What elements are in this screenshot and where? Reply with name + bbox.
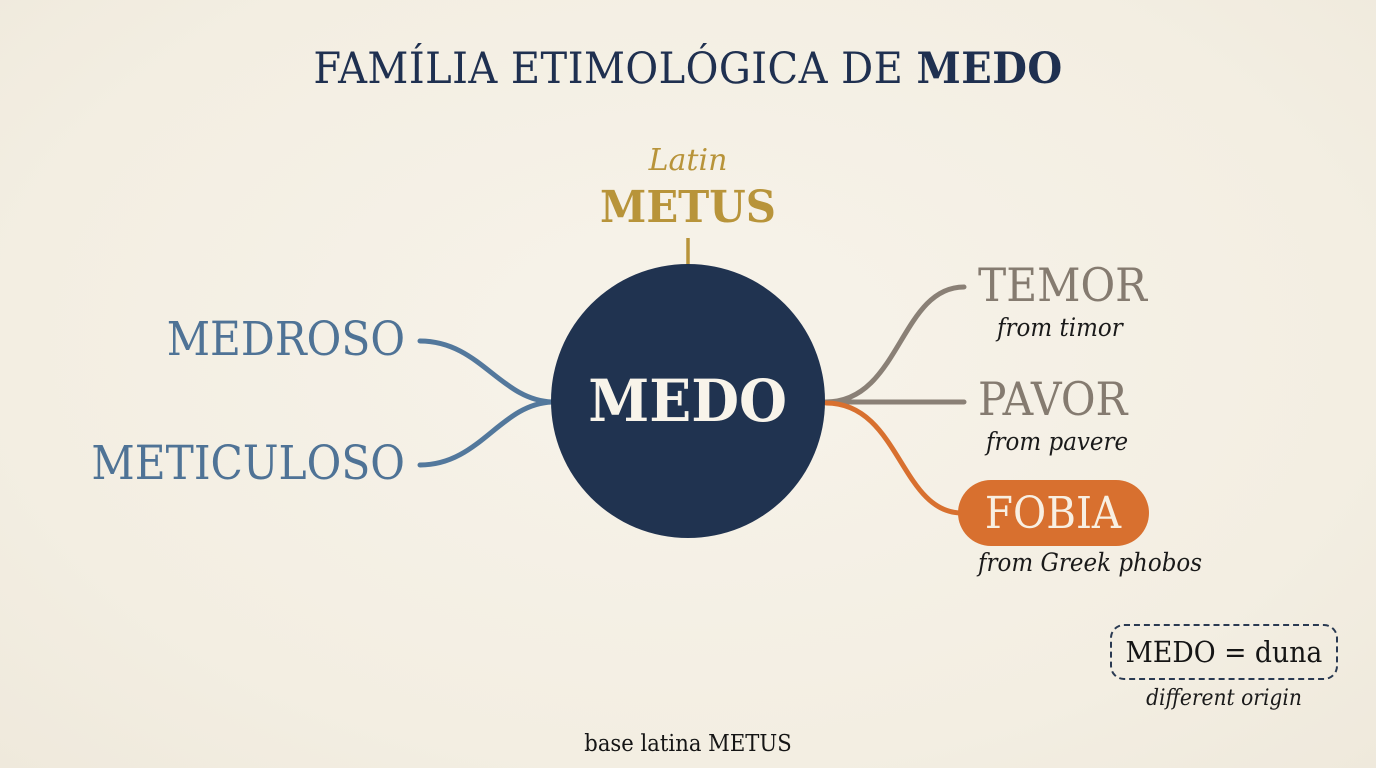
- connector-medroso: [417, 338, 555, 405]
- root-word: METUS: [600, 182, 776, 233]
- origin-pavor: from pavere: [986, 427, 1129, 456]
- note-caption: different origin: [1146, 686, 1302, 711]
- branch-word-medroso: MEDROSO: [166, 312, 405, 367]
- center-node: MEDO: [551, 264, 825, 538]
- title-emphasis: MEDO: [916, 44, 1063, 94]
- center-label: MEDO: [588, 367, 788, 435]
- connector-fobia: [823, 400, 965, 516]
- note-text: MEDO = duna: [1125, 635, 1323, 669]
- branch-word-pavor: PAVOR: [978, 372, 1128, 426]
- branch-word-meticuloso: METICULOSO: [91, 436, 405, 491]
- branch-pill-fobia: FOBIA: [958, 480, 1149, 546]
- root-language-label: Latin: [648, 143, 728, 178]
- branch-word-temor: TEMOR: [978, 258, 1148, 312]
- connector-meticuloso: [417, 399, 555, 468]
- title-prefix: FAMÍLIA ETIMOLÓGICA DE: [313, 44, 917, 94]
- note-box: MEDO = duna: [1110, 624, 1338, 680]
- origin-fobia: from Greek phobos: [978, 548, 1203, 577]
- branch-word-fobia: FOBIA: [985, 487, 1122, 539]
- origin-temor: from timor: [997, 313, 1123, 342]
- footer-caption: base latina METUS: [584, 731, 792, 757]
- page-title: FAMÍLIA ETIMOLÓGICA DE MEDO: [48, 44, 1328, 94]
- connector-temor: [823, 284, 967, 405]
